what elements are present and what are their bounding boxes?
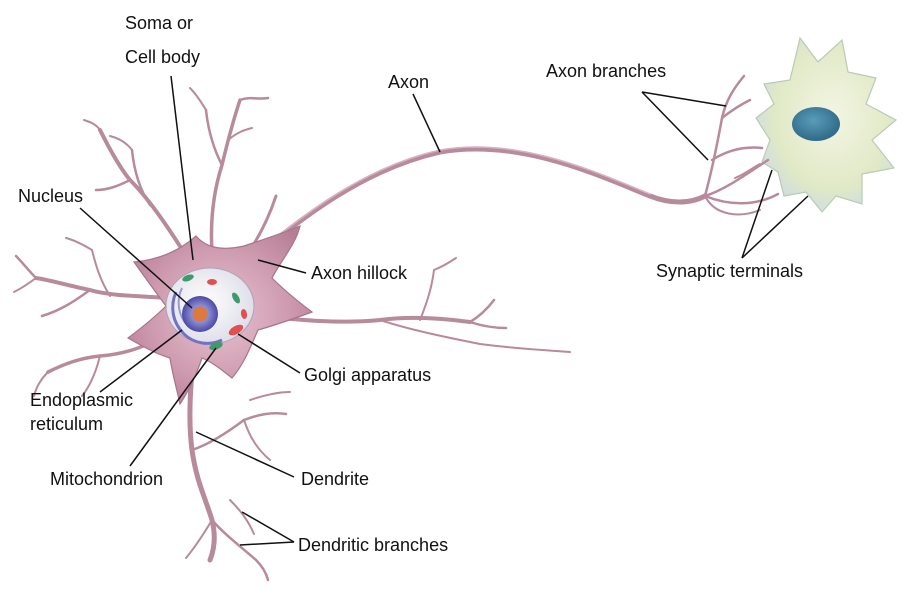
leader-mitochondrion <box>129 347 217 467</box>
label-nucleus: Nucleus <box>18 186 83 206</box>
label-synaptic-terminals: Synaptic terminals <box>656 261 803 281</box>
label-dendrite: Dendrite <box>301 469 369 489</box>
label-soma-line2: Cell body <box>125 47 200 67</box>
leader-synaptic-2 <box>741 195 809 259</box>
leader-dendrite <box>195 431 295 478</box>
endoplasmic-reticulum <box>171 291 223 345</box>
label-axon-branches: Axon branches <box>546 61 666 81</box>
nucleolus <box>193 307 207 321</box>
target-cell-nucleus <box>792 107 840 141</box>
leader-axon <box>412 93 441 153</box>
label-axon: Axon <box>388 72 429 92</box>
leader-synaptic-1 <box>741 169 773 259</box>
label-golgi-apparatus: Golgi apparatus <box>304 365 431 385</box>
axon-shape <box>237 74 780 271</box>
dendrites <box>13 87 571 582</box>
leader-axon-hillock <box>257 259 307 274</box>
leader-soma <box>170 75 194 261</box>
label-soma-line1: Soma or <box>125 13 193 33</box>
leader-golgi <box>237 333 301 374</box>
soma <box>126 224 314 406</box>
labels: Soma or Cell body Axon Axon branches Nuc… <box>18 13 803 555</box>
leader-axon-branch-1 <box>641 91 727 107</box>
label-er-line2: reticulum <box>30 414 103 434</box>
leader-dendritic-branches-2 <box>239 541 295 546</box>
mitochondrion-shape <box>209 341 223 351</box>
label-mitochondrion: Mitochondrion <box>50 469 163 489</box>
leader-axon-branch-2 <box>641 91 709 161</box>
leader-nucleus <box>79 207 193 309</box>
label-axon-hillock: Axon hillock <box>311 263 408 283</box>
label-er-line1: Endoplasmic <box>30 390 133 410</box>
leader-dendritic-branches-1 <box>241 511 295 543</box>
label-dendritic-branches: Dendritic branches <box>298 535 448 555</box>
target-cell <box>755 36 898 213</box>
leader-lines <box>79 75 809 546</box>
golgi-apparatus-shape <box>228 324 244 336</box>
leader-er <box>99 329 183 393</box>
